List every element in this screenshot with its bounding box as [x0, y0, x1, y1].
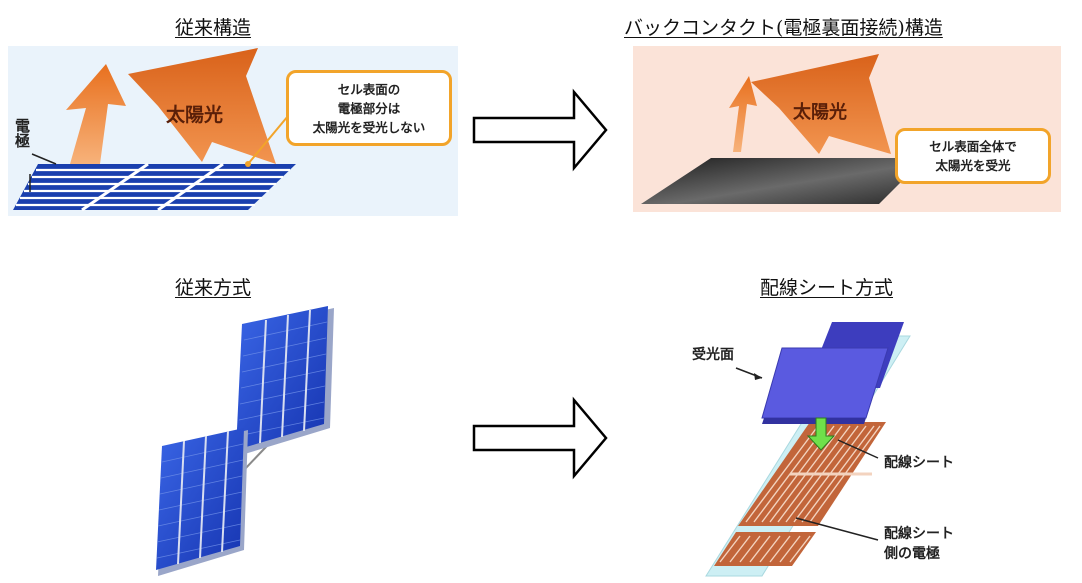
- sunlight-label: 太陽光: [166, 104, 224, 126]
- back-contact-structure-illustration: 太陽光 セル表面全体で 太陽光を受光: [633, 46, 1061, 212]
- callout-line-1: セル表面の: [337, 81, 401, 97]
- conventional-callout: セル表面の 電極部分は 太陽光を受光しない: [286, 70, 452, 146]
- light-receiving-plates: [761, 322, 904, 424]
- dark-cell: [641, 158, 925, 204]
- placement-arrow: [806, 417, 836, 451]
- callout-line-3: 太陽光を受光しない: [312, 119, 426, 135]
- heading-back-contact-structure: バックコンタクト(電極裏面接続)構造: [624, 17, 943, 39]
- upper-solar-cell: [236, 306, 334, 456]
- heading-conventional-structure: 従来構造: [175, 17, 252, 39]
- reflected-light-arrow: [66, 64, 126, 164]
- transition-arrow-bottom: [472, 396, 608, 480]
- conventional-method-illustration: [124, 300, 344, 583]
- wiring-pattern: [714, 422, 886, 566]
- conventional-structure-graphic: [13, 48, 296, 212]
- wiring-sheet-method-illustration: 受光面 配線シート 配線シート 側の電極: [680, 318, 1032, 580]
- callout-line-2: 太陽光を受光: [935, 158, 1011, 173]
- sheet-electrode-label-line-1: 配線シート: [884, 526, 954, 542]
- electrode-lines: [16, 162, 290, 212]
- two-cells-graphic: [156, 306, 334, 576]
- heading-conventional-method: 従来方式: [175, 277, 252, 299]
- callout-line-2: 電極部分は: [337, 100, 401, 116]
- sunlight-arrow: [128, 48, 276, 164]
- lower-solar-cell: [156, 428, 248, 576]
- conventional-structure-illustration: 太陽光 電極 セル表面の 電極部分は 太陽光を受光しない: [8, 46, 458, 216]
- back-contact-callout: セル表面全体で 太陽光を受光: [895, 128, 1051, 184]
- wiring-sheet-label: 配線シート: [884, 455, 954, 471]
- light-receiving-surface-label: 受光面: [692, 347, 734, 363]
- wiring-sheet-graphic: [705, 322, 911, 577]
- transition-arrow-top: [472, 88, 608, 172]
- reflected-light-arrow: [729, 76, 757, 152]
- callout-line-1: セル表面全体で: [929, 139, 1017, 154]
- sheet-electrode-label: 配線シート 側の電極: [884, 524, 954, 564]
- sunlight-arrow: [751, 54, 891, 154]
- back-contact-structure-graphic: [641, 54, 925, 204]
- heading-wiring-sheet-method: 配線シート方式: [760, 277, 894, 299]
- electrode-label: 電極: [13, 118, 31, 148]
- sunlight-label: 太陽光: [793, 102, 847, 123]
- sheet-electrode-label-line-2: 側の電極: [884, 546, 940, 562]
